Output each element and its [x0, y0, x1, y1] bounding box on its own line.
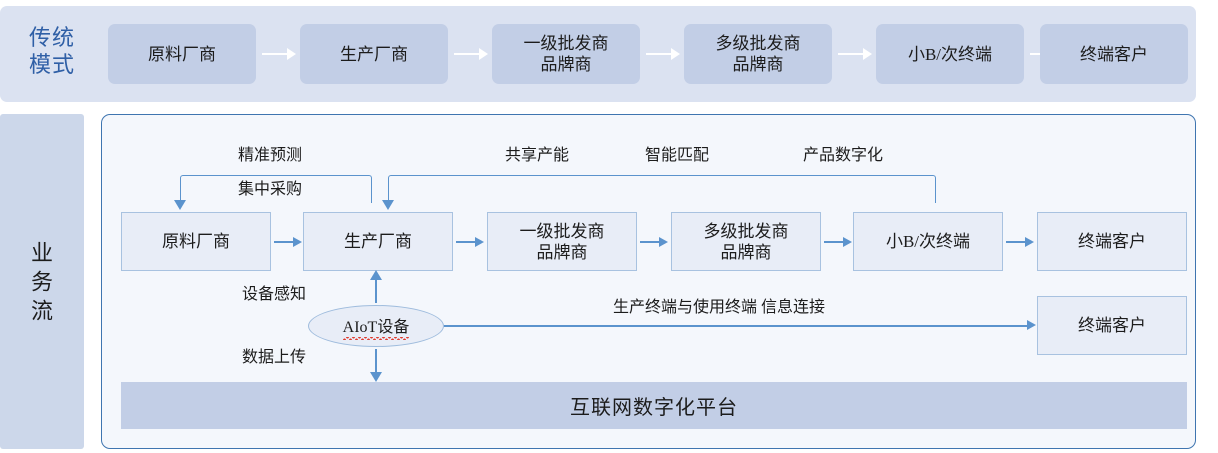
caption-accurate-forecast: 精准预测	[238, 147, 303, 164]
traditional-mode-label-line2: 模式	[28, 52, 75, 77]
aiot-device-node[interactable]: AIoT设备	[308, 305, 444, 347]
traditional-node-small-b-line1: 小B/次终端	[907, 44, 993, 64]
business-flow-label-line3: 流	[30, 298, 53, 323]
traditional-arrow-3	[646, 48, 680, 60]
traditional-node-raw-material-line1: 原料厂商	[148, 44, 216, 64]
flow-node-primary-wholesaler-line1: 一级批发商	[519, 221, 605, 241]
aiot-down-arrowhead	[370, 372, 382, 382]
caption-data-upload: 数据上传	[242, 349, 307, 366]
business-flow-side-label-bar: 业 务 流	[0, 114, 84, 449]
internet-digital-platform-label: 互联网数字化平台	[570, 397, 738, 419]
flow-arrow-1	[274, 237, 302, 247]
flow-node-small-b-line1: 小B/次终端	[885, 232, 971, 251]
traditional-mode-label-line1: 传统	[28, 25, 75, 50]
business-flow-label-line2: 务	[30, 269, 53, 294]
traditional-node-end-customer-line1: 终端客户	[1080, 44, 1148, 64]
caption-shared-capacity: 共享产能	[505, 147, 570, 164]
internet-digital-platform-bar[interactable]: 互联网数字化平台	[121, 382, 1187, 429]
terminal-link-line	[444, 325, 1027, 327]
traditional-mode-label: 传统 模式	[8, 24, 96, 78]
caption-smart-match: 智能匹配	[645, 147, 710, 164]
traditional-arrow-2	[454, 48, 488, 60]
flow-arrow-5	[1006, 237, 1034, 247]
traditional-node-raw-material[interactable]: 原料厂商	[108, 24, 256, 84]
traditional-node-primary-wholesaler[interactable]: 一级批发商 品牌商	[492, 24, 640, 84]
flow-node-small-b[interactable]: 小B/次终端	[853, 212, 1003, 271]
aiot-up-line	[375, 277, 377, 303]
flow-node-end-customer[interactable]: 终端客户	[1037, 212, 1187, 271]
bracket-central-purchase-arrowhead	[174, 200, 186, 210]
traditional-node-manufacturer[interactable]: 生产厂商	[300, 24, 448, 84]
flow-node-multi-wholesaler-line1: 多级批发商	[703, 221, 789, 241]
flow-arrow-3	[640, 237, 668, 247]
flow-node-raw-material-line1: 原料厂商	[162, 232, 230, 251]
aiot-up-arrowhead	[370, 270, 382, 280]
traditional-node-manufacturer-line1: 生产厂商	[340, 44, 408, 64]
traditional-node-primary-wholesaler-line2: 品牌商	[540, 55, 592, 74]
traditional-node-primary-wholesaler-line1: 一级批发商	[523, 34, 609, 53]
traditional-node-multi-wholesaler[interactable]: 多级批发商 品牌商	[684, 24, 832, 84]
flow-node-multi-wholesaler-line2: 品牌商	[720, 242, 772, 262]
caption-device-sensing: 设备感知	[242, 286, 307, 303]
bracket-central-purchase	[180, 175, 372, 203]
caption-terminal-information-link: 生产终端与使用终端 信息连接	[613, 299, 826, 316]
business-flow-label: 业 务 流	[0, 238, 84, 325]
flow-node-manufacturer-line1: 生产厂商	[344, 232, 412, 251]
traditional-node-end-customer[interactable]: 终端客户	[1040, 24, 1188, 84]
flow-node-multi-wholesaler[interactable]: 多级批发商 品牌商	[671, 212, 821, 271]
flow-node-primary-wholesaler[interactable]: 一级批发商 品牌商	[487, 212, 637, 271]
flow-node-raw-material[interactable]: 原料厂商	[121, 212, 271, 271]
flow-arrow-2	[456, 237, 484, 247]
flow-arrow-4	[824, 237, 852, 247]
flow-node-end-customer-secondary[interactable]: 终端客户	[1037, 296, 1187, 355]
caption-central-purchase: 集中采购	[238, 181, 303, 198]
traditional-node-multi-wholesaler-line2: 品牌商	[732, 55, 784, 74]
aiot-down-line	[375, 349, 377, 375]
flow-node-end-customer-line1: 终端客户	[1078, 232, 1146, 251]
aiot-device-label: AIoT设备	[342, 313, 409, 340]
flow-node-primary-wholesaler-line2: 品牌商	[536, 242, 588, 262]
terminal-link-arrowhead	[1018, 320, 1036, 330]
caption-product-digitalization: 产品数字化	[803, 147, 884, 164]
business-flow-label-line1: 业	[30, 240, 53, 265]
bracket-product-digitalization	[388, 175, 936, 203]
traditional-arrow-4	[838, 48, 872, 60]
traditional-node-multi-wholesaler-line1: 多级批发商	[715, 34, 801, 53]
traditional-arrow-1	[262, 48, 296, 60]
traditional-node-small-b[interactable]: 小B/次终端	[876, 24, 1024, 84]
flow-node-end-customer-secondary-line1: 终端客户	[1078, 316, 1146, 335]
flow-node-manufacturer[interactable]: 生产厂商	[303, 212, 453, 271]
bracket-product-digitalization-arrowhead	[382, 200, 394, 210]
